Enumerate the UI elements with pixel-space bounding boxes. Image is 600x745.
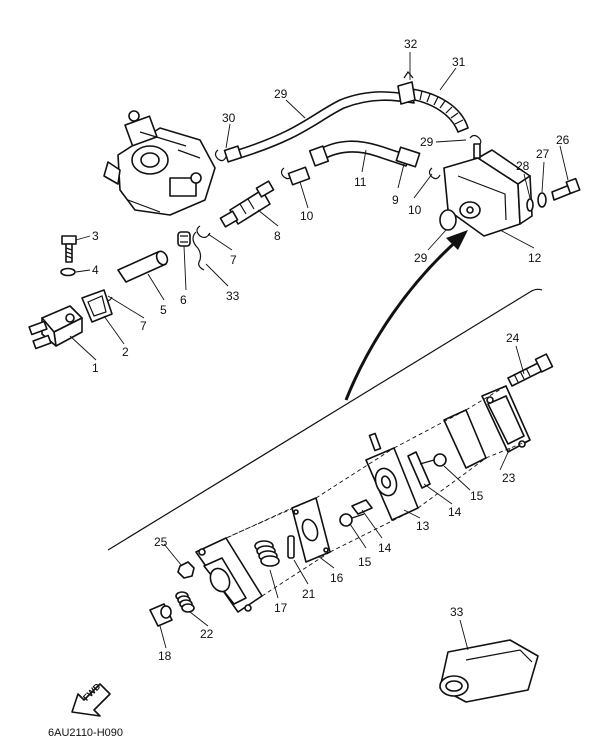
callout-16: 16	[330, 571, 344, 585]
pump-base	[195, 537, 263, 613]
clip-29-upper	[214, 149, 227, 162]
washer-26	[526, 198, 534, 212]
callout-14b: 14	[378, 541, 392, 555]
callout-15b: 15	[358, 555, 372, 569]
callout-18: 18	[158, 649, 172, 663]
leader-lines	[69, 52, 569, 651]
callout-29a: 30	[222, 111, 236, 125]
callout-31: 32	[404, 37, 418, 51]
plunger-18	[149, 603, 173, 627]
bolt-22	[507, 353, 554, 387]
callout-27: 29	[414, 251, 428, 265]
callout-13: 13	[416, 519, 430, 533]
gasket-2	[81, 289, 113, 323]
callout-22: 24	[506, 331, 520, 345]
callout-17: 17	[274, 601, 288, 615]
diaphragm-16	[291, 497, 331, 563]
boot-33	[439, 639, 539, 703]
callout-25: 27	[536, 147, 550, 161]
fuel-joint-1	[28, 305, 83, 350]
callout-6: 6	[180, 293, 187, 307]
section-divider	[107, 291, 531, 551]
carburetor	[103, 110, 216, 216]
callout-10a: 10	[408, 203, 422, 217]
callout-11: 11	[354, 175, 367, 189]
callout-7a: 7	[230, 253, 237, 267]
fuel-filter-8	[219, 180, 275, 228]
spring-17	[254, 540, 280, 567]
callout-7b: 7	[140, 319, 147, 333]
callout-33: 33	[450, 605, 464, 619]
callout-26: 28	[516, 159, 530, 173]
bolt-24	[551, 177, 581, 201]
callout-20: 22	[200, 627, 214, 641]
section-divider-end	[529, 288, 543, 293]
callout-1: 1	[92, 361, 99, 375]
diagram-code: 6AU2110-H090	[48, 727, 123, 739]
fwd-arrow-icon: FWD	[71, 681, 111, 717]
callout-28: 29	[274, 87, 288, 101]
washer-25	[537, 192, 547, 208]
valve-14-lower	[351, 499, 373, 515]
pump-body-13	[365, 432, 419, 521]
alignment-lines	[195, 385, 531, 597]
spring-20	[175, 591, 195, 613]
clip-7-upper	[196, 225, 211, 239]
joint-10	[287, 166, 311, 186]
callout-19: 21	[302, 587, 316, 601]
hose-5	[117, 250, 169, 283]
callout-32: 33	[226, 289, 240, 303]
clip-32	[192, 231, 205, 271]
hose-11	[308, 140, 421, 168]
callout-4: 4	[92, 263, 99, 277]
screw-15-left	[339, 513, 365, 527]
o-ring-27	[439, 209, 457, 231]
callout-numbers: 32 31 29 30 29 26 27 28 11 9 10 10 8 7 6…	[92, 37, 570, 663]
clamp-31	[397, 70, 416, 105]
callout-8: 8	[274, 229, 281, 243]
callout-2: 2	[122, 345, 129, 359]
callout-24: 26	[556, 133, 570, 147]
callout-23: 25	[154, 535, 168, 549]
callout-5: 5	[160, 303, 167, 317]
clip-10-right	[428, 167, 441, 180]
fuel-pump-12	[443, 143, 533, 237]
hose-28	[223, 91, 415, 163]
callout-15a: 15	[470, 489, 484, 503]
pin-19	[287, 535, 295, 559]
callout-30: 31	[452, 55, 466, 69]
pump-cover-21	[481, 385, 531, 453]
callout-3: 3	[92, 229, 99, 243]
clamp-6	[177, 231, 191, 247]
callout-29b: 29	[420, 135, 434, 149]
callout-21: 23	[502, 471, 516, 485]
callout-10b: 10	[300, 209, 314, 223]
callout-arrow	[344, 230, 468, 401]
callout-9: 9	[392, 193, 399, 207]
callout-12: 12	[528, 251, 542, 265]
valve-14-upper	[407, 451, 431, 489]
callout-14a: 14	[448, 505, 462, 519]
bolt-3	[61, 235, 77, 263]
washer-4	[60, 267, 76, 277]
screw-15-right	[419, 453, 447, 467]
